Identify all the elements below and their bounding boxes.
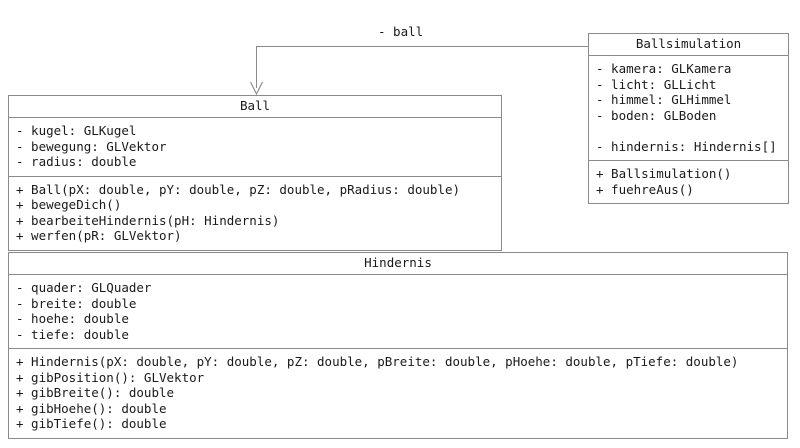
method-row: + gibPosition(): GLVektor (16, 369, 205, 385)
association-label-ball: - ball (378, 24, 424, 39)
attribute-row: - kugel: GLKugel (16, 123, 137, 138)
attribute-row: - hindernis: Hindernis[] (596, 138, 777, 154)
class-box-ballsimulation: Ballsimulation - kamera: GLKamera - lich… (588, 33, 789, 204)
association-line-horizontal (256, 46, 589, 47)
method-row: + bewegeDich() (16, 197, 122, 212)
attribute-row: - kamera: GLKamera (596, 61, 732, 76)
attribute-row: - bewegung: GLVektor (16, 138, 167, 154)
method-row: + fuehreAus() (596, 181, 694, 197)
attributes-compartment-ball: - kugel: GLKugel - bewegung: GLVektor - … (9, 118, 501, 176)
attribute-row: - licht: GLLicht (596, 76, 717, 92)
class-title-ball: Ball (9, 96, 501, 118)
attributes-compartment-ballsimulation: - kamera: GLKamera - licht: GLLicht - hi… (589, 56, 788, 160)
method-row: + gibTiefe(): double (16, 416, 167, 431)
method-row: + werfen(pR: GLVektor) (16, 228, 182, 243)
class-title-hindernis: Hindernis (9, 253, 787, 275)
methods-compartment-hindernis: + Hindernis(pX: double, pY: double, pZ: … (9, 348, 787, 438)
method-row: + gibHoehe(): double (16, 400, 167, 416)
attribute-row: - hoehe: double (16, 311, 129, 326)
method-row: + bearbeiteHindernis(pH: Hindernis) (16, 212, 280, 228)
method-row: + Hindernis(pX: double, pY: double, pZ: … (16, 354, 739, 369)
method-row: + Ball(pX: double, pY: double, pZ: doubl… (16, 181, 461, 197)
methods-compartment-ball: + Ball(pX: double, pY: double, pZ: doubl… (9, 175, 501, 250)
attribute-row: - breite: double (16, 295, 137, 311)
association-line-vertical (256, 46, 257, 88)
attribute-row: - himmel: GLHimmel (596, 92, 732, 107)
method-row: + gibBreite(): double (16, 385, 175, 400)
class-title-ballsimulation: Ballsimulation (589, 34, 788, 56)
attribute-row: - quader: GLQuader (16, 280, 152, 295)
attributes-compartment-hindernis: - quader: GLQuader - breite: double - ho… (9, 275, 787, 348)
association-arrow-icon (250, 81, 263, 96)
attribute-row: - boden: GLBoden (596, 107, 717, 123)
attribute-row: - radius: double (16, 154, 137, 169)
attribute-row: - tiefe: double (16, 326, 129, 342)
methods-compartment-ballsimulation: + Ballsimulation() + fuehreAus() (589, 160, 788, 203)
method-row: + Ballsimulation() (596, 166, 732, 181)
class-box-hindernis: Hindernis - quader: GLQuader - breite: d… (8, 252, 788, 439)
class-box-ball: Ball - kugel: GLKugel - bewegung: GLVekt… (8, 95, 502, 251)
attribute-row-spacer (596, 123, 781, 139)
